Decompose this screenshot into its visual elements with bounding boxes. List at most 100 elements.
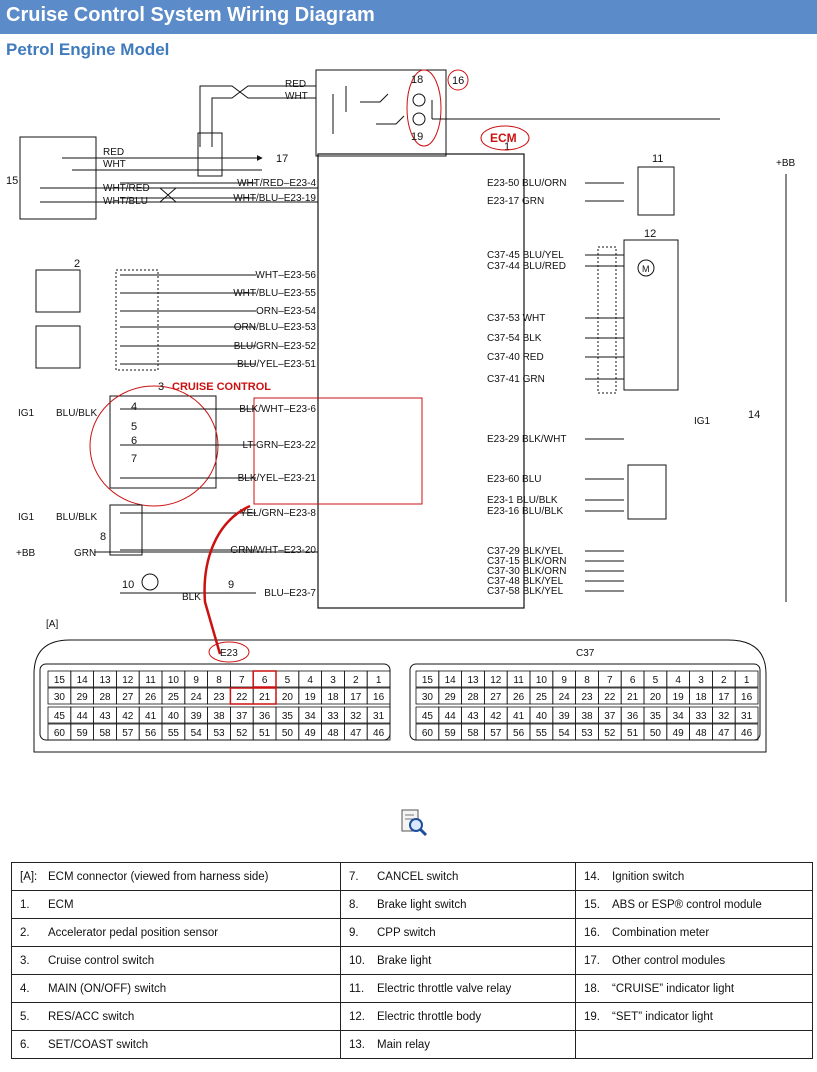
comp-label-17: 17 — [276, 153, 288, 165]
wiring-diagram: 1 ECM 16 18 19 RED WHT 15 RED WHT WHT/RE… — [6, 69, 796, 753]
legend-number: [A]: — [20, 870, 38, 883]
comp-label-12: 12 — [644, 228, 656, 240]
legend-cell: 11.Electric throttle valve relay — [340, 974, 576, 1003]
legend-number: 15. — [584, 898, 600, 911]
legend-cell: 2.Accelerator pedal position sensor — [11, 918, 341, 947]
connector-pin-label: 12 — [490, 675, 502, 686]
connector-pin-label: 6 — [630, 675, 636, 686]
connector-pin-label: 16 — [373, 692, 385, 703]
bb-label-left: +BB — [16, 548, 36, 559]
connector-pin-label: 39 — [191, 711, 203, 722]
throttle-relay-box — [637, 166, 675, 216]
left-wire-label: YEL/GRN–E23-8 — [240, 508, 317, 519]
left-wire-label: BLU/GRN–E23-52 — [234, 341, 317, 352]
page-subtitle: Petrol Engine Model — [6, 40, 170, 59]
connector-pin-label: 36 — [259, 711, 271, 722]
connector-pin-label: 6 — [262, 675, 268, 686]
legend-cell: 6.SET/COAST switch — [11, 1030, 341, 1059]
connector-pin-label: 45 — [54, 711, 66, 722]
page-title: Cruise Control System Wiring Diagram — [6, 4, 375, 26]
connector-pin-label: 52 — [236, 728, 248, 739]
meter-annotation-circle — [447, 69, 469, 91]
connector-pin-label: 55 — [168, 728, 180, 739]
ig1-label-1: IG1 — [18, 408, 35, 419]
legend-cell: 17.Other control modules — [575, 946, 813, 975]
connector-pin-label: 20 — [282, 692, 294, 703]
legend-number: 1. — [20, 898, 30, 911]
connector-pin-label: 35 — [650, 711, 662, 722]
connector-pin-label: 32 — [718, 711, 730, 722]
switch-num-5: 5 — [131, 421, 137, 433]
brake-switch-box — [109, 504, 143, 556]
ig1-label-3: IG1 — [694, 416, 711, 427]
right-wire-label: C37-41 GRN — [487, 374, 545, 385]
connector-pin-label: 31 — [373, 711, 385, 722]
connector-pin-label: 50 — [282, 728, 294, 739]
top-wire-wht: WHT — [285, 91, 308, 102]
connector-pin-label: 55 — [536, 728, 548, 739]
connector-pin-label: 24 — [191, 692, 203, 703]
connector-pin-label: 43 — [467, 711, 479, 722]
connector-pin-label: 19 — [673, 692, 685, 703]
switch-num-7: 7 — [131, 453, 137, 465]
comp-label-18: 18 — [411, 74, 423, 86]
connector-pin-label: 45 — [422, 711, 434, 722]
connector-pin-label: 9 — [193, 675, 199, 686]
connector-pin-label: 3 — [330, 675, 336, 686]
right-wire-label: E23-17 GRN — [487, 196, 544, 207]
cruise-annotation-label: CRUISE CONTROL — [172, 381, 271, 393]
throttle-motor-icon — [637, 259, 655, 277]
legend-number: 4. — [20, 982, 30, 995]
section-a-label: [A] — [46, 619, 58, 630]
legend-cell: 14.Ignition switch — [575, 862, 813, 891]
legend-number: 12. — [349, 1010, 365, 1023]
legend-number: 17. — [584, 954, 600, 967]
connector-pin-label: 60 — [422, 728, 434, 739]
legend-text: ECM connector (viewed from harness side) — [48, 870, 269, 883]
connector-pin-label: 36 — [627, 711, 639, 722]
comp-label-11: 11 — [652, 153, 663, 165]
left-wire-label: WHT/RED–E23-4 — [237, 178, 316, 189]
legend-cell: 8.Brake light switch — [340, 890, 576, 919]
comp-label-19: 19 — [411, 131, 423, 143]
zoom-icon[interactable] — [400, 808, 428, 838]
connector-pin-label: 19 — [305, 692, 317, 703]
connector-pin-label: 2 — [721, 675, 727, 686]
connector-pin-label: 10 — [168, 675, 180, 686]
right-wire-label: E23-1 BLU/BLK — [487, 495, 558, 506]
legend-text: “CRUISE” indicator light — [612, 982, 735, 995]
bb-label-right: +BB — [776, 158, 796, 169]
connector-pin-label: 43 — [99, 711, 111, 722]
connector-pin-label: 58 — [467, 728, 479, 739]
connector-pin-label: 26 — [513, 692, 525, 703]
connector-pin-label: 8 — [216, 675, 222, 686]
cruise-indicator-lamp — [412, 93, 426, 107]
legend-text: Cruise control switch — [48, 954, 155, 967]
left-wire-label: WHT/BLU–E23-55 — [233, 288, 316, 299]
legend-text: Brake light — [377, 954, 432, 967]
left-wire-label: BLK/WHT–E23-6 — [239, 404, 316, 415]
app-sensor-2-box — [35, 325, 81, 369]
legend-cell: 1.ECM — [11, 890, 341, 919]
connector-pin-label: 25 — [536, 692, 548, 703]
left-wire-label: LT GRN–E23-22 — [242, 440, 316, 451]
connector-pin-label: 15 — [422, 675, 434, 686]
legend-text: CPP switch — [377, 926, 436, 939]
connector-pin-label: 5 — [285, 675, 291, 686]
legend-number: 3. — [20, 954, 30, 967]
connector-pin-cell — [366, 687, 391, 705]
connector-pin-label: 39 — [559, 711, 571, 722]
connector-pin-label: 29 — [77, 692, 89, 703]
connector-pin-label: 5 — [653, 675, 659, 686]
legend-number: 2. — [20, 926, 30, 939]
comp-label-14: 14 — [748, 409, 760, 421]
right-wire-label: C37-53 WHT — [487, 313, 545, 324]
connector-pin-label: 20 — [650, 692, 662, 703]
app-sensor-1-box — [35, 269, 81, 313]
legend-cell: 16.Combination meter — [575, 918, 813, 947]
right-wire-label: C37-15 BLK/ORN — [487, 556, 566, 567]
